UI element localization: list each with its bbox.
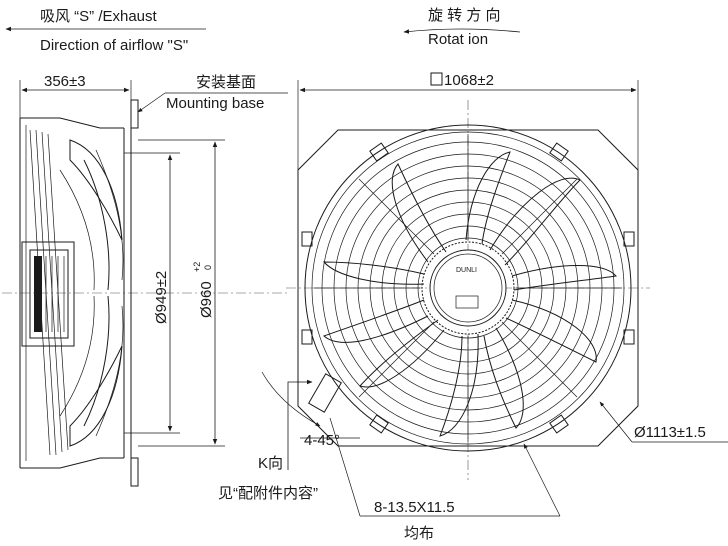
dia-960-tol-lower: 0 xyxy=(203,265,213,270)
diameter-949-dimension: Ø949±2 xyxy=(124,152,180,434)
airflow-label-en: Direction of airflow "S" xyxy=(40,37,188,54)
brand-label: DUNLI xyxy=(456,267,477,274)
hole-spec-annotation: 8-13.5X11.5 均布 xyxy=(329,417,561,542)
rotation-annotation: 旋 转 方 向 Rotat ion xyxy=(403,7,521,48)
view-k-label: K向 xyxy=(258,455,283,472)
front-view: DUNLI xyxy=(286,100,650,480)
blade-profiles xyxy=(59,139,124,447)
mounting-base-annotation: 安装基面 Mounting base xyxy=(137,74,288,113)
side-view xyxy=(2,99,288,487)
angle-label: 4-45° xyxy=(304,432,340,449)
square-dimension: 1068±2 xyxy=(297,72,639,170)
motor-hub: DUNLI xyxy=(421,241,515,335)
holes-label: 8-13.5X11.5 xyxy=(374,499,455,516)
rotation-label-en: Rotat ion xyxy=(428,31,488,48)
diameter-960-dimension: Ø960 +2 0 xyxy=(138,139,225,447)
depth-dim-label: 356±3 xyxy=(44,73,86,90)
mounting-base-cn: 安装基面 xyxy=(196,74,256,91)
terminal-box xyxy=(308,373,342,413)
see-accessory-label: 见“配附件内容” xyxy=(218,485,318,502)
suction-label-cn: 吸风 “S” /Exhaust xyxy=(40,8,158,25)
mounting-base-en: Mounting base xyxy=(166,95,264,112)
angle-annotation: 4-45° xyxy=(261,371,360,449)
fan-blades xyxy=(322,151,617,437)
airflow-annotation: 吸风 “S” /Exhaust Direction of airflow "S" xyxy=(5,8,206,54)
evenly-label: 均布 xyxy=(404,525,434,542)
ring-lugs xyxy=(301,142,635,434)
dia-949-label: Ø949±2 xyxy=(153,271,170,324)
guard-wires xyxy=(314,134,622,442)
motor xyxy=(21,241,75,347)
dia-960-label: Ø960 xyxy=(198,281,215,318)
dia-1113-label: Ø1113±1.5 xyxy=(634,424,706,441)
depth-dimension: 356±3 xyxy=(19,73,132,118)
view-k-note: K向 见“配附件内容” xyxy=(218,379,318,502)
dia-1113-annotation: Ø1113±1.5 xyxy=(599,401,728,443)
rotation-label-cn: 旋 转 方 向 xyxy=(428,7,501,24)
square-dim-label: 1068±2 xyxy=(444,72,494,89)
square-symbol-icon xyxy=(430,72,443,86)
dia-960-tol-upper: +2 xyxy=(192,262,202,272)
